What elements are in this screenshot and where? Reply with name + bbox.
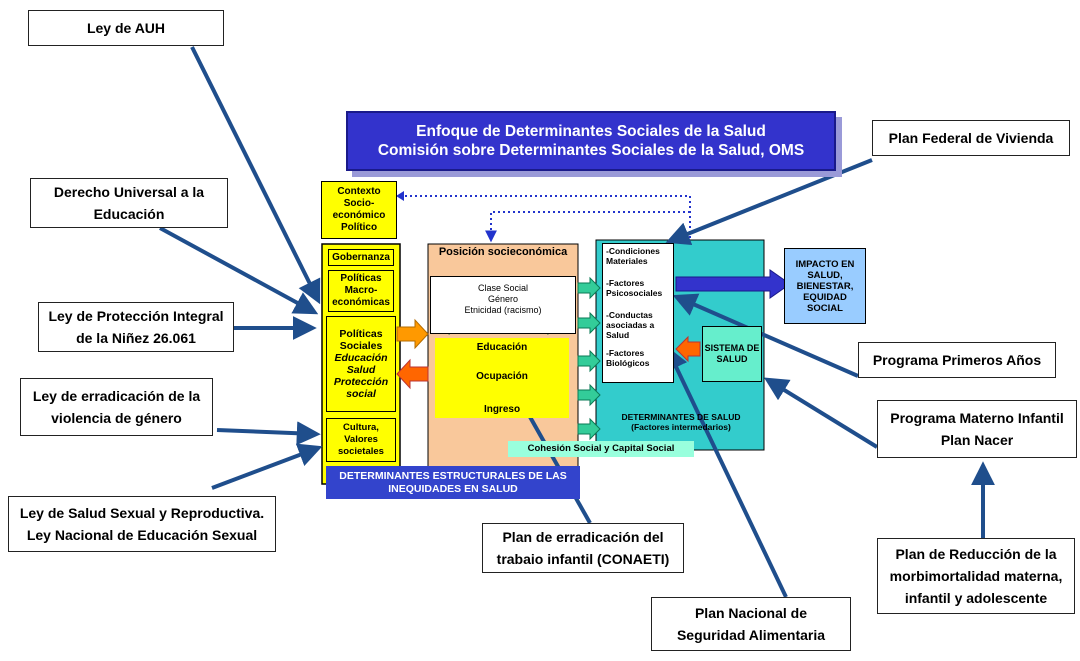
policy-label-line: Educación: [93, 206, 165, 222]
title-line-1: Enfoque de Determinantes Sociales de la …: [416, 123, 766, 140]
impact-box: IMPACTO EN SALUD, BIENESTAR, EQUIDAD SOC…: [784, 248, 866, 324]
policy-label-line: Plan Nacer: [940, 432, 1014, 448]
policy-label-line: Derecho Universal a la: [53, 184, 205, 200]
macro-label: Políticas Macro-económicas: [332, 273, 390, 308]
health-system-box: SISTEMA DE SALUD: [702, 326, 762, 382]
policy-label-line: Plan de Reducción de la: [895, 546, 1057, 562]
dotted-arrow-head: [396, 191, 404, 201]
factor-item: -Conductas asociadas a Salud: [606, 310, 655, 340]
policy-label-line: trabaio infantil (CONAETI): [496, 551, 670, 567]
social-policy-item: Salud: [346, 364, 376, 376]
social-class-box: Clase Social Género Etnicidad (racismo): [430, 276, 576, 334]
policy-morbimortality: Plan de Reducción de la morbimortalidad …: [877, 538, 1075, 614]
social-class-line: Género: [487, 294, 519, 304]
policy-auh-label: Ley de AUH: [86, 20, 166, 36]
orange-arrow-right: [396, 318, 429, 350]
policy-label-line: Plan de erradicación del: [502, 529, 664, 545]
health-system-label: SISTEMA DE SALUD: [704, 343, 760, 364]
policy-first-years-label: Programa Primeros Años: [872, 352, 1042, 368]
structural-footer-label: DETERMINANTES ESTRUCTURALES DE LAS INEQU…: [339, 469, 567, 495]
policy-education: Derecho Universal a la Educación: [30, 178, 228, 228]
policy-conaeti: Plan de erradicación del trabaio infanti…: [482, 523, 684, 573]
policy-housing: Plan Federal de Vivienda: [872, 120, 1070, 156]
policy-maternal-child: Programa Materno Infantil Plan Nacer: [877, 400, 1077, 458]
social-class-line: Etnicidad (racismo): [464, 305, 542, 315]
gobernanza-label: Gobernanza: [332, 252, 390, 263]
impact-label: IMPACTO EN SALUD, BIENESTAR, EQUIDAD SOC…: [795, 258, 855, 314]
intermediary-footer-line-2: (Factores intermedarios): [631, 422, 731, 432]
policy-label-line: Ley de Protección Integral: [48, 308, 224, 324]
policy-gender-violence: Ley de erradicación de la violencia de g…: [20, 378, 213, 436]
policy-label-line: morbimortalidad materna,: [889, 568, 1063, 584]
policy-label-line: Ley de erradicación de la: [32, 388, 201, 404]
factor-item: -Factores Biológicos: [606, 348, 650, 368]
macro-box: Políticas Macro-económicas: [328, 270, 394, 312]
policy-housing-label: Plan Federal de Vivienda: [888, 130, 1054, 146]
impact-arrow: [675, 269, 791, 299]
culture-label: Cultura, Valores societales: [338, 422, 384, 457]
social-policy-item: Protección social: [333, 376, 389, 400]
education-label: Educación: [476, 342, 528, 353]
position-title: Posición socieconómica: [438, 246, 568, 258]
intermediary-footer-line-1: DETERMINANTES DE SALUD: [621, 412, 741, 422]
green-connector-arrows: [577, 276, 601, 441]
social-class-line: Clase Social: [477, 283, 529, 293]
title-line-2: Comisión sobre Determinantes Sociales de…: [377, 142, 805, 159]
policy-label-line: Programa Materno Infantil: [890, 410, 1064, 426]
social-policies-box: Políticas Sociales Educación Salud Prote…: [326, 316, 396, 412]
policy-auh: Ley de AUH: [28, 10, 224, 46]
education-box: [435, 338, 569, 418]
cohesion-bar: Cohesión Social y Capital Social: [508, 441, 694, 457]
gobernanza-box: Gobernanza: [328, 249, 394, 266]
policy-childhood: Ley de Protección Integral de la Niñez 2…: [38, 302, 234, 352]
policy-label-line: violencia de género: [51, 410, 182, 426]
occupation-label: Ocupación: [476, 371, 528, 382]
income-label: Ingreso: [483, 404, 521, 415]
structural-footer: DETERMINANTES ESTRUCTURALES DE LAS INEQU…: [326, 466, 580, 499]
intermediary-footer: DETERMINANTES DE SALUD (Factores interme…: [606, 412, 756, 432]
culture-box: Cultura, Valores societales: [326, 418, 396, 462]
factor-item: -Factores Psicosociales: [606, 278, 663, 298]
orange-arrow-left: [396, 358, 429, 390]
policy-label-line: Ley de Salud Sexual y Reproductiva.: [19, 505, 265, 521]
feedback-dotted-line-2: [485, 211, 690, 243]
title-box: Enfoque de Determinantes Sociales de la …: [346, 111, 836, 171]
social-policy-item: Educación: [334, 352, 388, 364]
social-policies-title: Políticas Sociales: [339, 328, 383, 352]
feedback-dotted-line-1: [400, 195, 691, 238]
intermediary-factors-box: -Condiciones Materiales -Factores Psicos…: [602, 243, 674, 383]
policy-label-line: Seguridad Alimentaria: [676, 627, 826, 643]
context-label: Contexto Socio-económico Político: [332, 186, 386, 233]
policy-food-security: Plan Nacional de Seguridad Alimentaria: [651, 597, 851, 651]
policy-sexual-health: Ley de Salud Sexual y Reproductiva. Ley …: [8, 496, 276, 552]
context-box: Contexto Socio-económico Político: [321, 181, 397, 239]
policy-label-line: infantil y adolescente: [904, 590, 1048, 606]
policy-label-line: de la Niñez 26.061: [76, 330, 196, 346]
policy-first-years: Programa Primeros Años: [858, 342, 1056, 378]
policy-label-line: Plan Nacional de: [694, 605, 808, 621]
factor-item: -Condiciones Materiales: [606, 246, 660, 266]
policy-label-line: Ley Nacional de Educación Sexual: [26, 527, 258, 543]
